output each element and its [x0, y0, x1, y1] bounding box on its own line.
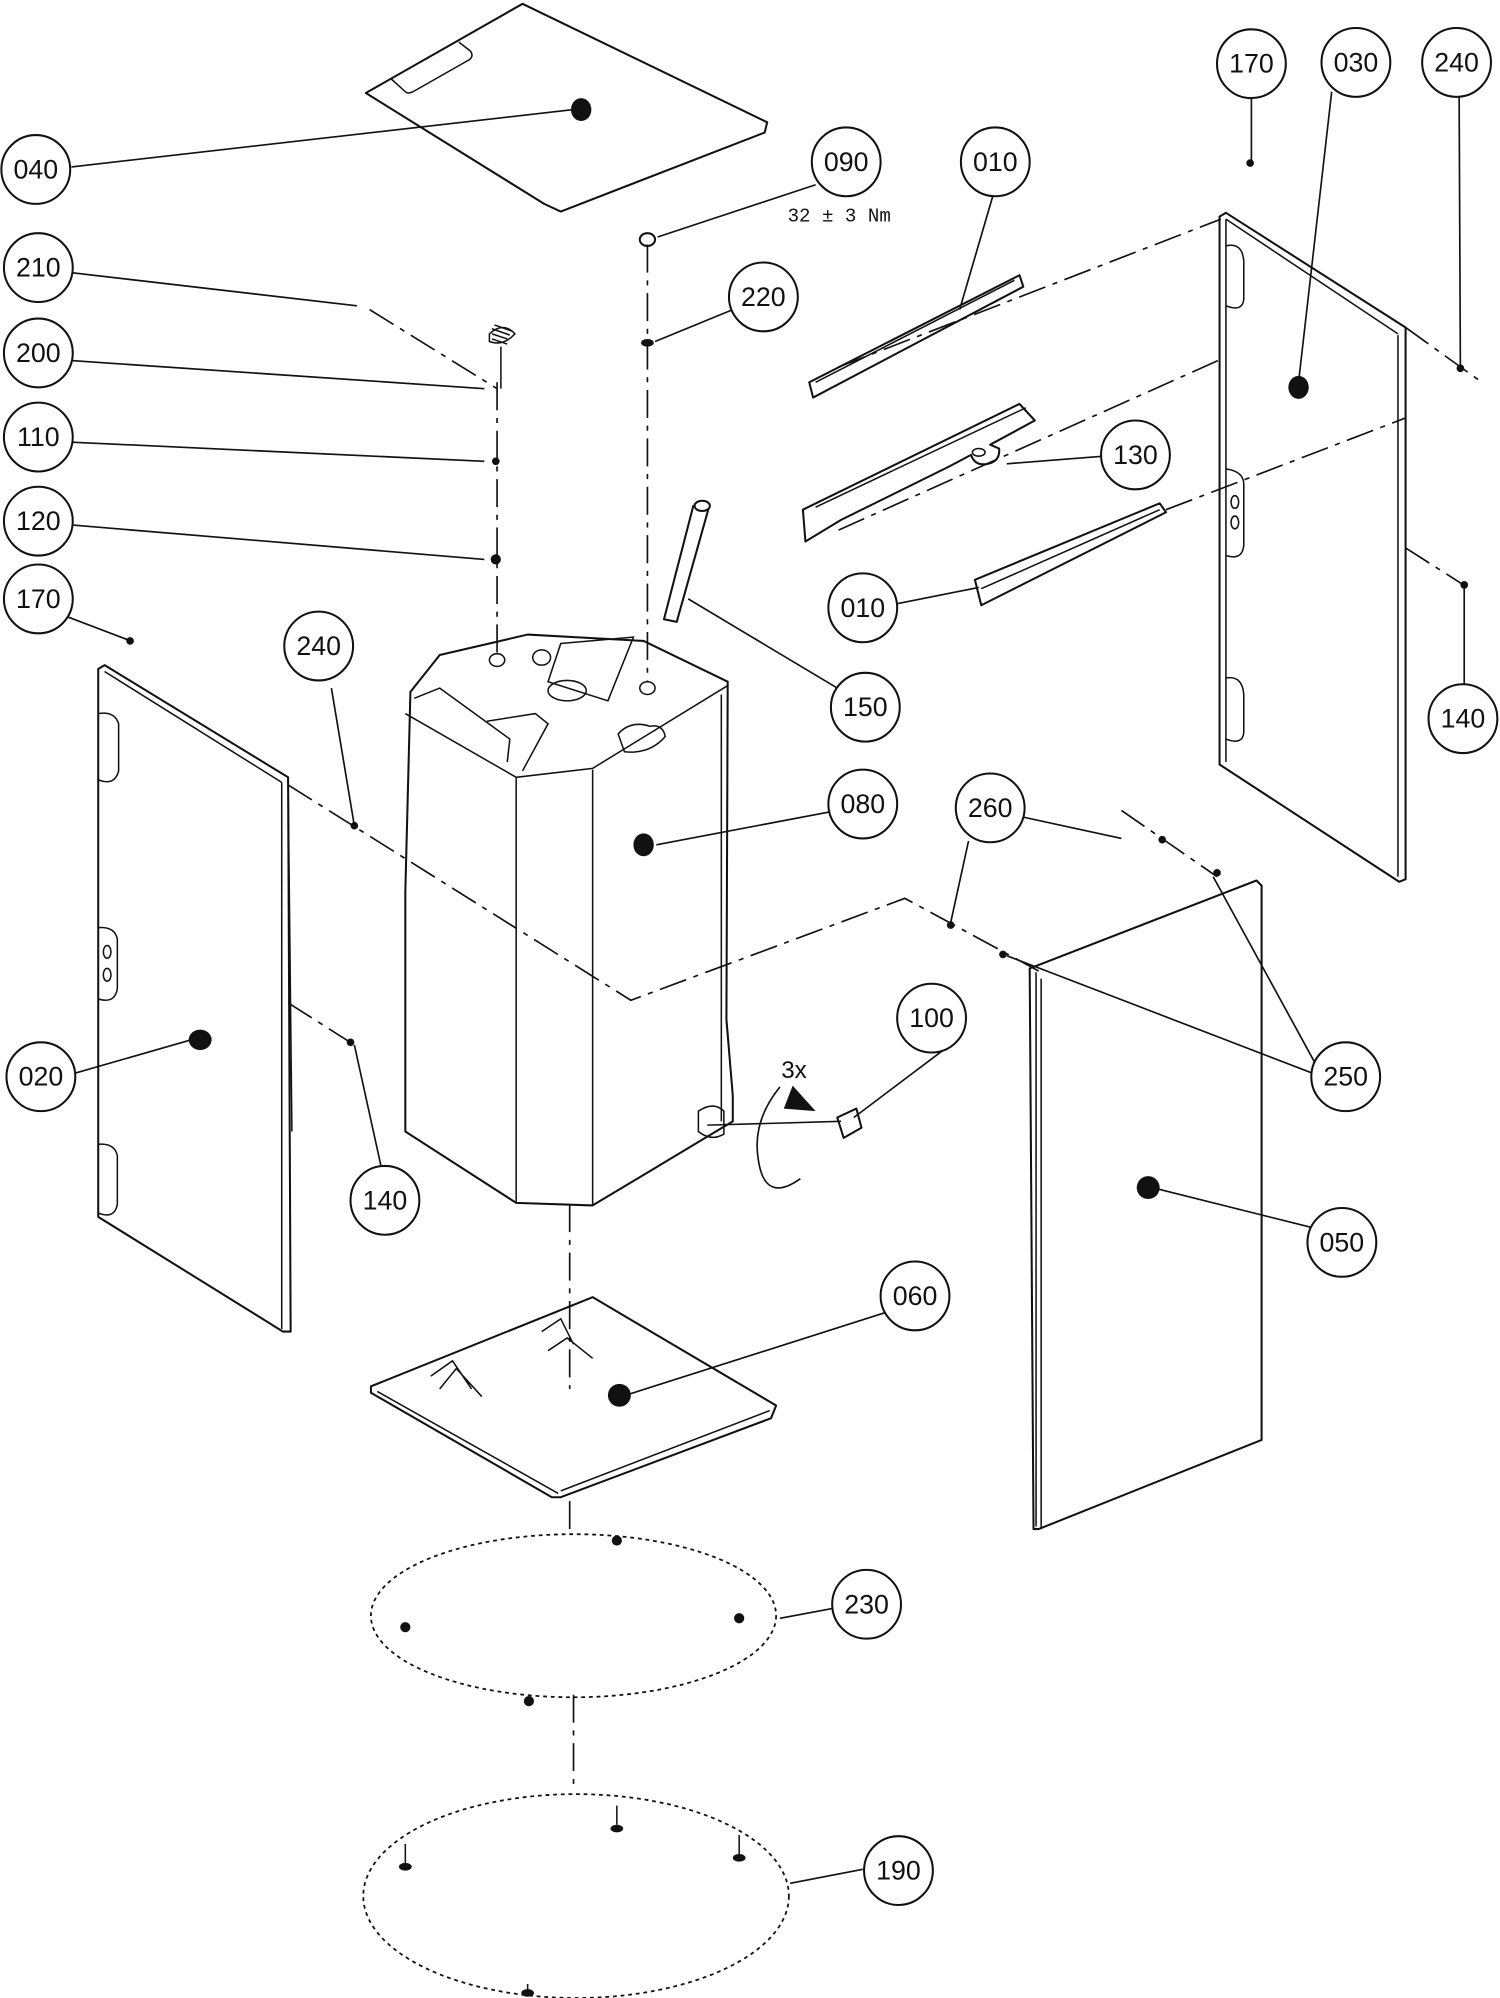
balloon-label: 150 — [843, 692, 888, 722]
balloon-label: 080 — [840, 789, 885, 819]
balloon-140-left[interactable]: 140 — [349, 1164, 421, 1236]
balloon-label: 090 — [824, 147, 869, 177]
upper-rail-010 — [808, 274, 1025, 399]
balloon-label: 240 — [296, 631, 341, 661]
hardware — [126, 159, 1469, 1139]
assembly-lines — [287, 218, 1479, 1791]
balloon-label: 260 — [968, 793, 1013, 823]
balloon-label: 100 — [909, 1003, 954, 1033]
balloon-240-left[interactable]: 240 — [283, 610, 355, 682]
balloon-label: 230 — [844, 1589, 889, 1619]
balloon-label: 250 — [1323, 1062, 1368, 1092]
balloon-190[interactable]: 190 — [863, 1835, 934, 1907]
balloon-250[interactable]: 250 — [1310, 1041, 1382, 1113]
foot-screw-icon — [398, 1843, 412, 1871]
rotation-arrow-icon — [756, 1085, 816, 1189]
balloon-230[interactable]: 230 — [831, 1568, 903, 1640]
balloon-label: 140 — [1441, 704, 1486, 734]
balloon-label: 050 — [1320, 1227, 1365, 1257]
balloon-label: 120 — [16, 506, 61, 536]
anode-rod-150 — [662, 499, 711, 623]
balloon-200[interactable]: 200 — [2, 317, 74, 389]
balloon-label: 170 — [16, 584, 61, 614]
balloon-label: 240 — [1434, 47, 1479, 77]
balloon-150[interactable]: 150 — [829, 671, 901, 743]
left-side-panel-020 — [97, 664, 293, 1333]
balloon-label: 220 — [741, 282, 786, 312]
balloon-label: 010 — [840, 593, 885, 623]
lower-rail-010 — [973, 502, 1168, 607]
balloon-020[interactable]: 020 — [5, 1041, 77, 1113]
balloon-label: 010 — [973, 147, 1018, 177]
balloon-210[interactable]: 210 — [2, 232, 74, 304]
bracket-130 — [801, 402, 1036, 543]
balloon-label: 140 — [363, 1185, 408, 1215]
balloon-260[interactable]: 260 — [954, 772, 1026, 844]
balloon-010-bottom[interactable]: 010 — [827, 572, 899, 644]
balloon-220[interactable]: 220 — [727, 261, 799, 333]
foot-screw-icon — [521, 1983, 535, 1997]
balloon-110[interactable]: 110 — [2, 401, 74, 473]
balloon-050[interactable]: 050 — [1306, 1206, 1378, 1278]
balloon-label: 020 — [19, 1062, 64, 1092]
top-cover-panel-040 — [364, 2, 769, 213]
foot-screw-icon — [732, 1834, 746, 1862]
balloon-label: 200 — [16, 338, 61, 368]
balloon-090[interactable]: 090 — [810, 126, 882, 198]
balloon-170-right[interactable]: 170 — [1215, 28, 1287, 100]
balloon-100[interactable]: 100 — [896, 982, 968, 1054]
balloon-label: 040 — [13, 154, 58, 184]
balloon-030[interactable]: 030 — [1320, 27, 1392, 98]
tank-body-080 — [404, 633, 734, 1207]
balloon-label: 110 — [17, 422, 60, 452]
rotation-count-annotation: 3x — [781, 1057, 807, 1084]
base-plate-060 — [369, 1296, 778, 1499]
leveling-feet-group-190 — [362, 1793, 790, 1998]
balloon-170-left[interactable]: 170 — [2, 563, 74, 635]
balloon-240-right[interactable]: 240 — [1421, 27, 1492, 98]
torque-annotation: 32 ± 3 Nm — [788, 206, 891, 228]
balloon-label: 210 — [16, 253, 61, 283]
balloon-010-top[interactable]: 010 — [959, 126, 1031, 198]
feet-nuts-group-230 — [370, 1533, 778, 1707]
front-panel-050 — [1028, 879, 1263, 1531]
balloon-140-right[interactable]: 140 — [1427, 683, 1499, 755]
foot-screw-icon — [610, 1805, 624, 1833]
balloon-080[interactable]: 080 — [827, 768, 899, 840]
balloon-label: 170 — [1229, 49, 1274, 79]
rear-panel-030 — [1218, 211, 1407, 883]
balloon-060[interactable]: 060 — [879, 1260, 951, 1332]
balloon-120[interactable]: 120 — [2, 485, 74, 557]
balloon-label: 130 — [1113, 440, 1158, 470]
balloon-040[interactable]: 040 — [0, 134, 72, 205]
balloon-label: 190 — [876, 1856, 921, 1886]
balloon-label: 030 — [1334, 47, 1379, 77]
leader-lines — [63, 91, 1466, 1885]
balloon-130[interactable]: 130 — [1100, 419, 1171, 491]
balloon-label: 060 — [893, 1281, 938, 1311]
